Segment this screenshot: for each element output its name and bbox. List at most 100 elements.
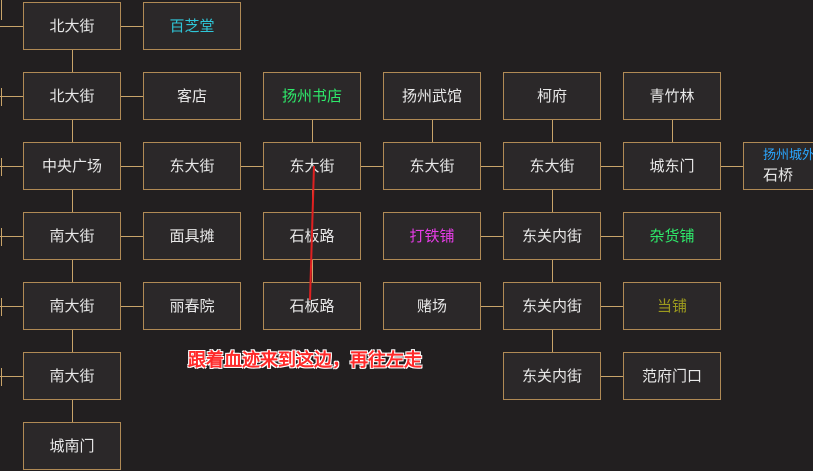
connector <box>72 330 73 352</box>
connector <box>1 0 2 20</box>
room-label: 打铁铺 <box>409 227 455 245</box>
connector <box>601 306 623 307</box>
connector <box>721 166 743 167</box>
connector <box>672 120 673 142</box>
room-label: 东大街 <box>289 157 335 175</box>
connector <box>0 376 23 377</box>
room-label: 当铺 <box>656 297 687 315</box>
room-label: 面具摊 <box>169 227 215 245</box>
room-label: 石桥 <box>763 166 794 184</box>
room-dang-pu[interactable]: 当铺 <box>623 282 721 330</box>
connector <box>72 400 73 422</box>
room-shi-ban-lu-1[interactable]: 石板路 <box>263 212 361 260</box>
room-mian-ju-tan[interactable]: 面具摊 <box>143 212 241 260</box>
connector <box>361 166 383 167</box>
room-nan-da-jie-1[interactable]: 南大街 <box>23 212 121 260</box>
connector <box>121 26 143 27</box>
connector <box>121 166 143 167</box>
room-dong-da-jie-4[interactable]: 东大街 <box>503 142 601 190</box>
connector <box>121 96 143 97</box>
room-nan-da-jie-2[interactable]: 南大街 <box>23 282 121 330</box>
connector <box>121 306 143 307</box>
connector <box>121 236 143 237</box>
connector <box>1 368 2 386</box>
room-dong-da-jie-2[interactable]: 东大街 <box>263 142 361 190</box>
room-label: 丽春院 <box>169 297 215 315</box>
connector <box>481 306 503 307</box>
connector <box>601 376 623 377</box>
connector <box>481 236 503 237</box>
room-label: 中央广场 <box>41 157 102 175</box>
room-label: 石板路 <box>289 297 335 315</box>
room-bei-da-jie-2[interactable]: 北大街 <box>23 72 121 120</box>
room-label: 柯府 <box>536 87 567 105</box>
connector <box>0 96 23 97</box>
room-yangzhou-wuguan[interactable]: 扬州武馆 <box>383 72 481 120</box>
room-label: 城南门 <box>49 437 95 455</box>
room-du-chang[interactable]: 赌场 <box>383 282 481 330</box>
room-label: 扬州书店 <box>281 87 342 105</box>
connector <box>552 190 553 212</box>
room-label: 北大街 <box>49 87 95 105</box>
connector <box>0 166 23 167</box>
room-fan-fu-men-kou[interactable]: 范府门口 <box>623 352 721 400</box>
room-dong-guan-nei-jie-2[interactable]: 东关内街 <box>503 282 601 330</box>
room-label: 东关内街 <box>521 297 582 315</box>
room-li-chun-yuan[interactable]: 丽春院 <box>143 282 241 330</box>
room-ke-dian[interactable]: 客店 <box>143 72 241 120</box>
room-label: 扬州武馆 <box>401 87 462 105</box>
room-label: 南大街 <box>49 297 95 315</box>
room-label: 赌场 <box>416 297 447 315</box>
connector <box>1 228 2 246</box>
room-region-label: 扬州城外 <box>763 148 813 163</box>
room-nan-da-jie-3[interactable]: 南大街 <box>23 352 121 400</box>
room-label: 东关内街 <box>521 367 582 385</box>
room-label: 杂货铺 <box>649 227 695 245</box>
connector <box>601 236 623 237</box>
connector <box>0 236 23 237</box>
room-bai-zhi-tang[interactable]: 百芝堂 <box>143 2 241 50</box>
room-label: 东大街 <box>529 157 575 175</box>
room-bei-da-jie-1[interactable]: 北大街 <box>23 2 121 50</box>
connector <box>241 166 263 167</box>
connector <box>72 120 73 142</box>
connector <box>552 330 553 352</box>
room-dong-da-jie-3[interactable]: 东大街 <box>383 142 481 190</box>
room-dong-guan-nei-jie-3[interactable]: 东关内街 <box>503 352 601 400</box>
connector <box>0 306 23 307</box>
room-label: 百芝堂 <box>169 17 215 35</box>
connector <box>481 166 503 167</box>
room-dong-guan-nei-jie-1[interactable]: 东关内街 <box>503 212 601 260</box>
room-zhong-yang-guang-chang[interactable]: 中央广场 <box>23 142 121 190</box>
room-label: 东大街 <box>169 157 215 175</box>
room-qing-zhu-lin[interactable]: 青竹林 <box>623 72 721 120</box>
room-label: 石板路 <box>289 227 335 245</box>
room-shi-ban-lu-2[interactable]: 石板路 <box>263 282 361 330</box>
room-da-tie-pu[interactable]: 打铁铺 <box>383 212 481 260</box>
connector <box>1 298 2 316</box>
room-label: 南大街 <box>49 227 95 245</box>
connector <box>0 26 23 27</box>
connector <box>601 166 623 167</box>
room-label: 客店 <box>176 87 207 105</box>
room-ke-fu[interactable]: 柯府 <box>503 72 601 120</box>
room-label: 城东门 <box>649 157 695 175</box>
annotation-text: 跟着血迹来到这边，再往左走 <box>188 350 422 371</box>
room-cheng-dong-men[interactable]: 城东门 <box>623 142 721 190</box>
room-label: 范府门口 <box>641 367 702 385</box>
connector <box>72 260 73 282</box>
connector <box>72 50 73 72</box>
connector <box>312 260 313 282</box>
room-cheng-nan-men[interactable]: 城南门 <box>23 422 121 470</box>
connector <box>432 120 433 142</box>
room-label: 南大街 <box>49 367 95 385</box>
room-yangzhou-shudian[interactable]: 扬州书店 <box>263 72 361 120</box>
connector <box>1 158 2 176</box>
room-shi-qiao[interactable]: 扬州城外 石桥 <box>743 142 813 190</box>
room-za-huo-pu[interactable]: 杂货铺 <box>623 212 721 260</box>
connector <box>312 120 313 142</box>
connector <box>72 190 73 212</box>
room-dong-da-jie-1[interactable]: 东大街 <box>143 142 241 190</box>
connector <box>1 88 2 106</box>
